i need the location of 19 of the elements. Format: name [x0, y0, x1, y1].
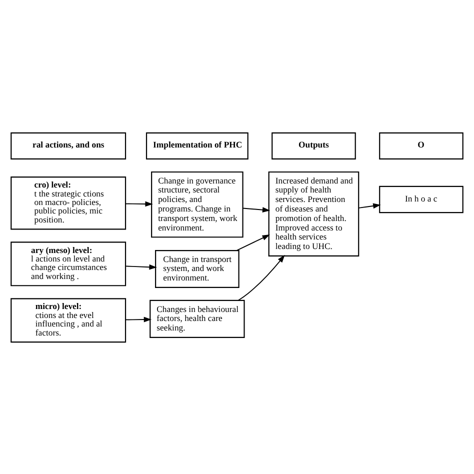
arrow: [238, 254, 285, 300]
arrow: [125, 264, 157, 270]
arrow: [242, 206, 270, 212]
arrow: [125, 200, 153, 206]
node-box: Outputs: [272, 132, 356, 159]
arrow: [125, 316, 152, 322]
node-box: Implementation of PHC: [146, 132, 248, 159]
arrow: [236, 234, 270, 250]
arrow: [358, 202, 381, 208]
node-box: O: [379, 132, 464, 159]
node-box: In h o a c: [379, 185, 464, 213]
node-box: Change in governance structure, sectoral policies, and programs. Change in transport system, work environment.: [151, 170, 244, 238]
node-box: Increased demand and supply of health services. Prevention of diseases and promotion of health. Improved access to health services leading to UHC.: [268, 170, 360, 256]
node-box: ral actions, and ons: [10, 132, 126, 159]
node-box: cro) level: t the strategic ctions on macro- policies, public policies, mic position.: [10, 176, 126, 230]
node-box: ary (meso) level: l actions on level and change circumstances and working .: [10, 241, 126, 286]
node-box: Changes in behavioural factors, health care seeking.: [150, 299, 245, 338]
node-box: micro) level: ctions at the evel influencing , and al factors.: [10, 298, 126, 342]
node-box: Change in transport system, and work environment.: [155, 249, 240, 288]
